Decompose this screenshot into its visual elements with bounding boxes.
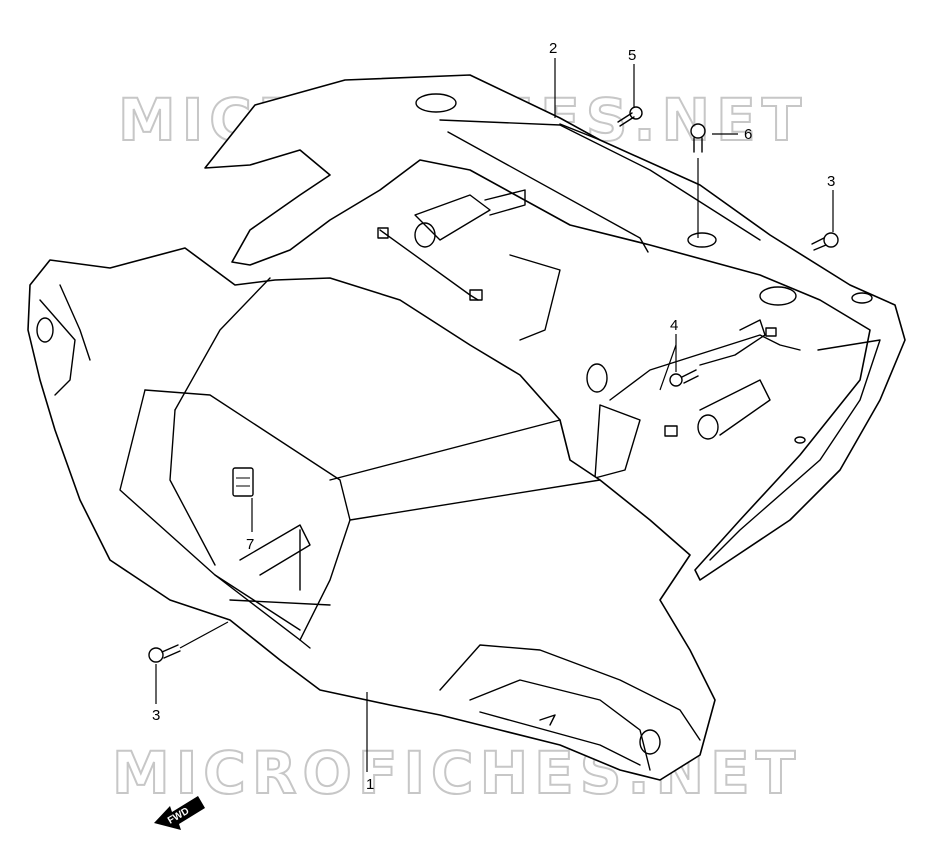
callout-2: 2 <box>549 40 557 57</box>
callout-3-right: 3 <box>827 173 835 190</box>
callout-3-left: 3 <box>152 707 160 724</box>
callout-4: 4 <box>670 317 678 334</box>
screw-6 <box>690 123 706 153</box>
screw-3-right <box>811 232 839 251</box>
callout-6: 6 <box>744 126 752 143</box>
screw-5 <box>617 106 643 127</box>
callout-7: 7 <box>246 536 254 553</box>
screw-4 <box>669 369 699 387</box>
part-2-inner-frame <box>204 74 906 581</box>
screw-3-left <box>148 644 181 663</box>
part-1-main-fairing <box>27 247 716 781</box>
leader-lines <box>155 58 834 772</box>
callout-5: 5 <box>628 47 636 64</box>
callout-1: 1 <box>366 776 374 793</box>
